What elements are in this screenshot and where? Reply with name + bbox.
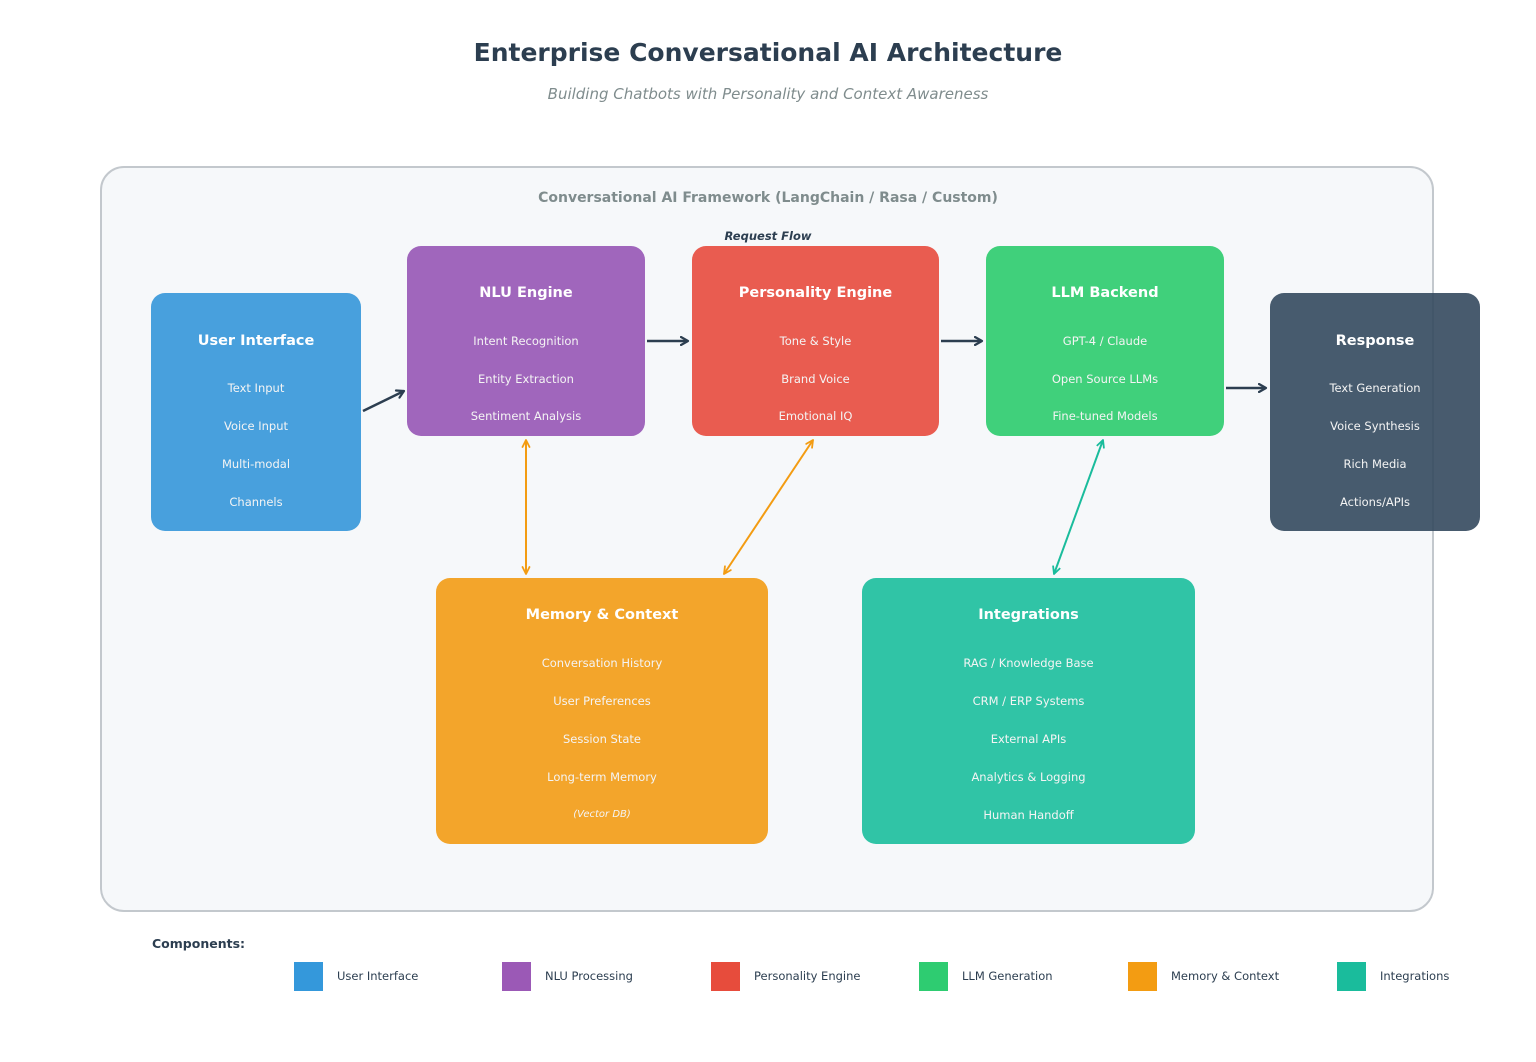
memory-context-title: Memory & Context xyxy=(525,607,679,623)
legend-label: LLM Generation xyxy=(962,969,1053,983)
user-interface-item: Voice Input xyxy=(223,419,289,433)
response-box: Response Text Generation Voice Synthesis… xyxy=(1270,293,1480,531)
nlu-engine-item: Sentiment Analysis xyxy=(470,409,582,423)
legend-swatch xyxy=(1128,962,1157,991)
request-flow-label: Request Flow xyxy=(724,229,812,243)
legend-label: Memory & Context xyxy=(1171,969,1280,983)
nlu-engine-item: Entity Extraction xyxy=(478,372,574,386)
arrow-llm-integrations xyxy=(1052,439,1105,575)
llm-backend-item: Open Source LLMs xyxy=(1051,372,1159,386)
llm-backend-item: Fine-tuned Models xyxy=(1052,409,1158,423)
personality-engine-box: Personality Engine Tone & Style Brand Vo… xyxy=(692,246,939,436)
nlu-engine-item: Intent Recognition xyxy=(473,334,579,348)
legend-swatch xyxy=(502,962,531,991)
user-interface-item: Channels xyxy=(229,495,283,509)
integrations-item: CRM / ERP Systems xyxy=(972,694,1085,708)
response-item: Text Generation xyxy=(1329,381,1421,395)
memory-context-item: Long-term Memory xyxy=(547,770,657,784)
nlu-engine-box: NLU Engine Intent Recognition Entity Ext… xyxy=(407,246,645,436)
diagram-subtitle: Building Chatbots with Personality and C… xyxy=(547,85,989,103)
memory-context-item: Conversation History xyxy=(541,656,663,670)
llm-backend-item: GPT-4 / Claude xyxy=(1062,334,1148,348)
legend-swatch xyxy=(919,962,948,991)
personality-engine-title: Personality Engine xyxy=(738,285,893,301)
arrow-ui-to-nlu xyxy=(362,391,404,413)
integrations-item: Human Handoff xyxy=(983,808,1074,822)
response-item: Actions/APIs xyxy=(1339,495,1411,509)
legend-label: Integrations xyxy=(1380,969,1450,983)
legend-label: Personality Engine xyxy=(754,969,861,983)
response-item: Voice Synthesis xyxy=(1330,419,1420,433)
legend-label: User Interface xyxy=(337,969,419,983)
integrations-item: Analytics & Logging xyxy=(971,770,1086,784)
memory-context-item: User Preferences xyxy=(553,694,651,708)
user-interface-item: Multi-modal xyxy=(221,457,291,471)
legend-swatch xyxy=(711,962,740,991)
nlu-engine-title: NLU Engine xyxy=(479,285,573,301)
arrow-personality-memory xyxy=(723,439,814,575)
integrations-item: RAG / Knowledge Base xyxy=(963,656,1094,670)
personality-engine-item: Emotional IQ xyxy=(778,409,853,423)
diagram-title: Enterprise Conversational AI Architectur… xyxy=(473,38,1063,67)
integrations-box: Integrations RAG / Knowledge Base CRM / … xyxy=(862,578,1195,844)
response-item: Rich Media xyxy=(1343,457,1407,471)
user-interface-title: User Interface xyxy=(197,333,315,349)
llm-backend-title: LLM Backend xyxy=(1051,285,1159,301)
memory-context-box: Memory & Context Conversation History Us… xyxy=(436,578,768,844)
user-interface-item: Text Input xyxy=(227,381,285,395)
user-interface-box: User Interface Text Input Voice Input Mu… xyxy=(151,293,361,531)
personality-engine-item: Tone & Style xyxy=(779,334,852,348)
legend-title: Components: xyxy=(152,936,246,951)
legend-label: NLU Processing xyxy=(545,969,633,983)
framework-title: Conversational AI Framework (LangChain /… xyxy=(538,190,998,206)
legend-swatch xyxy=(1337,962,1366,991)
legend-swatch xyxy=(294,962,323,991)
response-title: Response xyxy=(1335,333,1415,349)
memory-context-item: Session State xyxy=(563,732,641,746)
integrations-title: Integrations xyxy=(978,607,1079,623)
integrations-item: External APIs xyxy=(990,732,1067,746)
memory-context-note: (Vector DB) xyxy=(573,809,631,820)
personality-engine-item: Brand Voice xyxy=(781,372,850,386)
llm-backend-box: LLM Backend GPT-4 / Claude Open Source L… xyxy=(986,246,1224,436)
